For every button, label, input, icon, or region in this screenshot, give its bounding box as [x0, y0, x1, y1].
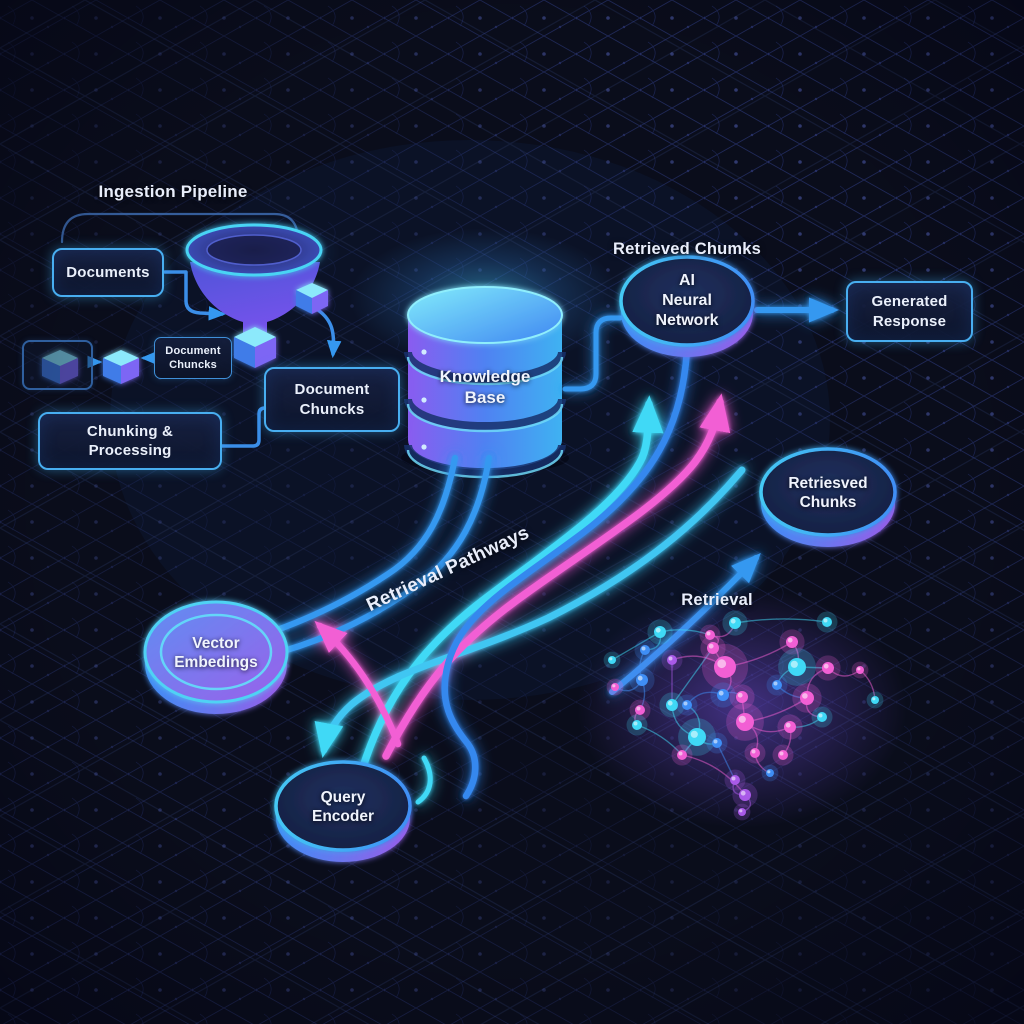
query-line1: Query	[320, 788, 366, 806]
query-encoder-label: Query Encoder	[277, 783, 409, 831]
retriesved-line2: Chunks	[799, 494, 857, 511]
ai-neural-network-label: AI Neural Network	[621, 262, 753, 340]
chunking-line1: Chunking &	[86, 422, 174, 440]
generated-response-box: Generated Response	[846, 281, 973, 342]
ai-line1: AI	[679, 272, 695, 289]
kb-line2: Base	[464, 388, 506, 407]
kb-line1: Knowledge	[439, 366, 531, 386]
mini-label-line2: Chuncks	[169, 359, 217, 371]
chunking-processing-box: Chunking & Processing	[38, 412, 222, 470]
document-chuncks-mini-box: Document Chuncks	[154, 337, 232, 379]
chunking-line2: Processing	[88, 442, 172, 459]
ingestion-pipeline-title: Ingestion Pipeline	[98, 182, 248, 201]
vector-line1: Vector	[192, 634, 240, 652]
response-line1: Generated	[871, 293, 948, 311]
retrieval-label: Retrieval	[681, 591, 753, 609]
doc-chunks-line2: Chuncks	[299, 400, 365, 418]
response-line2: Response	[872, 312, 947, 330]
chunk-cubes-box	[22, 340, 93, 390]
query-line2: Encoder	[311, 808, 374, 825]
retriesved-line1: Retriesved	[788, 474, 868, 492]
vector-line2: Embedings	[174, 654, 258, 671]
retriesved-chunks-label: Retriesved Chunks	[761, 468, 895, 518]
doc-chunks-line1: Document	[294, 381, 370, 399]
retrieved-chumks-label: Retrieved Chumks	[612, 240, 762, 258]
ai-line3: Network	[655, 312, 719, 329]
documents-label: Documents	[66, 263, 150, 281]
documents-box: Documents	[52, 248, 164, 297]
knowledge-base-label: Knowledge Base	[415, 360, 555, 414]
mini-label-line1: Document	[165, 344, 221, 357]
ai-line2: Neural	[662, 292, 712, 309]
document-chuncks-box: Document Chuncks	[264, 367, 400, 432]
vector-embedings-label: Vector Embedings	[150, 627, 282, 679]
